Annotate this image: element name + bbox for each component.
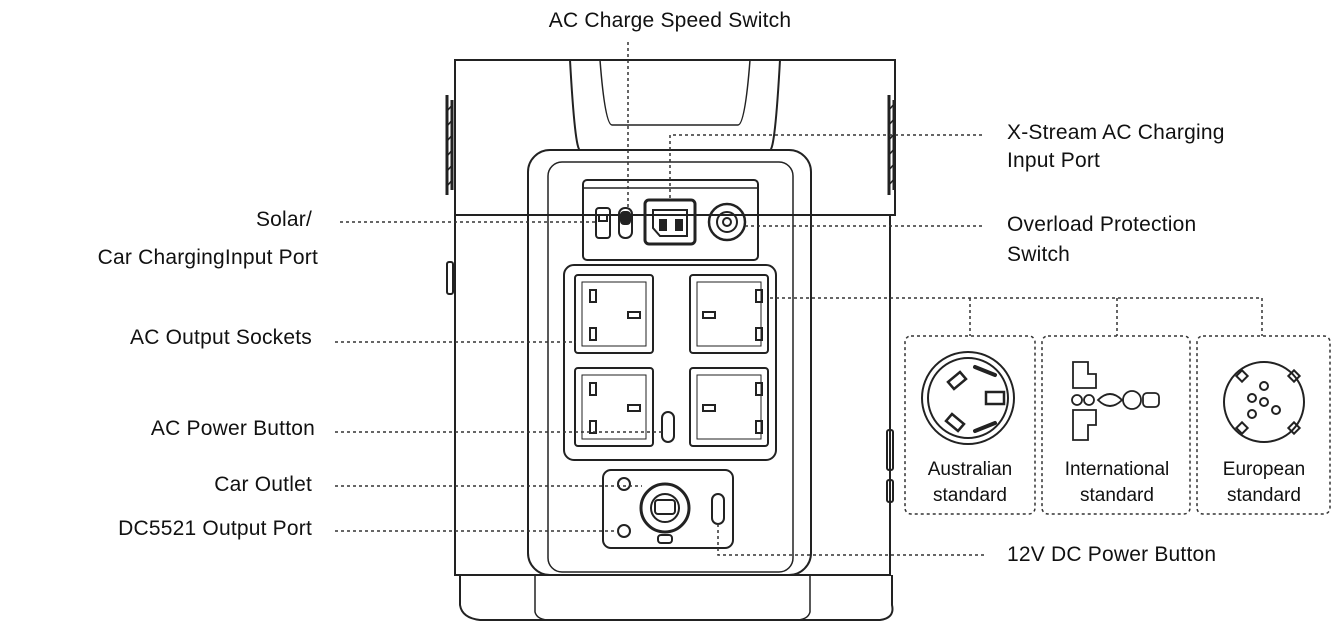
left-grip (445, 95, 454, 195)
european-socket-icon (1223, 361, 1305, 443)
device-base (459, 575, 894, 621)
device-body (454, 59, 896, 576)
ac-power-button-label: AC Power Button (150, 417, 315, 440)
car-outlet-shape (639, 482, 691, 534)
solar-label-line1: Solar/ (255, 208, 312, 231)
international-standard-line2: standard (1080, 485, 1154, 506)
australian-standard-box (904, 335, 1036, 515)
overload-label-line2: Switch (1007, 243, 1071, 266)
dc-panel (602, 469, 734, 549)
ac-power-button-shape (661, 411, 675, 443)
leader-standards (770, 297, 1263, 336)
leader-12v-dc (717, 524, 985, 556)
overload-label-line1: Overload Protection (1007, 213, 1197, 236)
speed-switch-shape (618, 207, 633, 239)
ac-input-port-shape (643, 198, 697, 246)
european-standard-line2: standard (1227, 485, 1301, 506)
european-standard-line1: European (1222, 459, 1306, 480)
front-panel (527, 149, 812, 576)
socket-1 (574, 274, 654, 354)
international-standard-box (1041, 335, 1191, 515)
sockets-panel (563, 264, 777, 461)
ac-charge-speed-switch-label: AC Charge Speed Switch (548, 9, 792, 32)
dc-power-button-12v-label: 12V DC Power Button (1007, 543, 1217, 566)
socket-2 (689, 274, 769, 354)
car-outlet-label: Car Outlet (214, 473, 312, 496)
leader-xstream (669, 134, 985, 198)
solar-port-shape (595, 207, 611, 239)
socket-3 (574, 367, 654, 447)
australian-standard-line2: standard (933, 485, 1007, 506)
ac-output-sockets-label: AC Output Sockets (130, 326, 312, 349)
european-standard-box (1196, 335, 1331, 515)
socket-4 (689, 367, 769, 447)
right-grip (887, 95, 896, 195)
overload-switch-shape (707, 202, 747, 242)
international-standard-line1: International (1064, 459, 1170, 480)
australian-standard-line1: Australian (927, 459, 1013, 480)
xstream-label-line1: X-Stream AC Charging (1007, 121, 1225, 144)
international-socket-icon (1071, 361, 1160, 441)
dc-power-button-shape (711, 493, 725, 525)
solar-label-line2: Car ChargingInput Port (97, 246, 318, 269)
xstream-label-line2: Input Port (1007, 149, 1101, 172)
dc5521-output-port-label: DC5521 Output Port (118, 517, 312, 540)
australian-socket-icon (921, 351, 1015, 445)
